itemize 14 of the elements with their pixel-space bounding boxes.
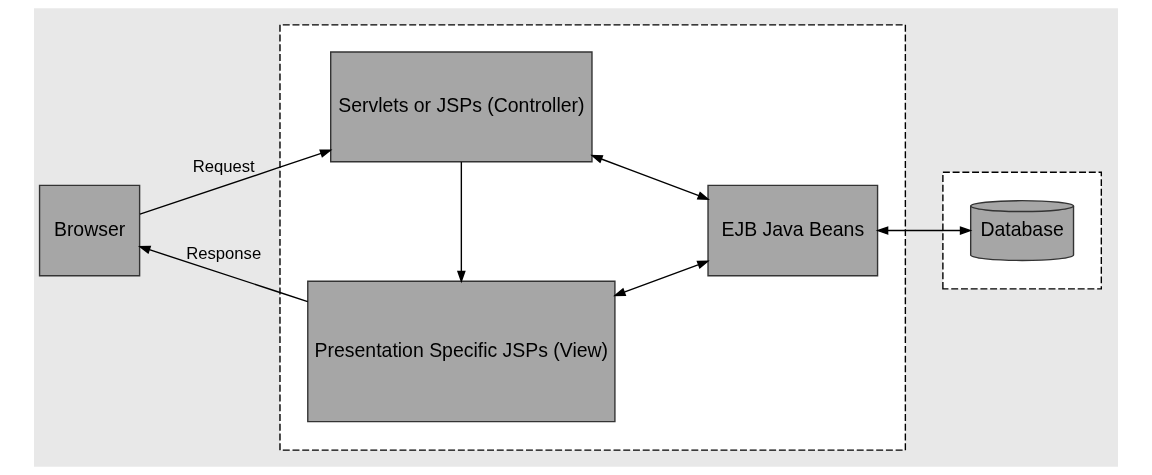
node-box: EJB Java Beans	[707, 184, 879, 277]
arrow	[590, 154, 710, 200]
node-box: Browser	[38, 184, 141, 277]
arrow	[138, 245, 309, 303]
edge-label: Response	[186, 244, 262, 264]
edge-label: Request	[192, 156, 255, 176]
arrow	[613, 260, 710, 297]
node-box: Servlets or JSPs (Controller)	[330, 51, 593, 163]
cluster	[942, 171, 1102, 290]
cluster	[279, 24, 907, 451]
arrow	[456, 161, 466, 284]
arrow	[139, 149, 333, 215]
arrow	[875, 226, 973, 235]
node-box: Presentation Specific JSPs (View)	[307, 280, 616, 423]
